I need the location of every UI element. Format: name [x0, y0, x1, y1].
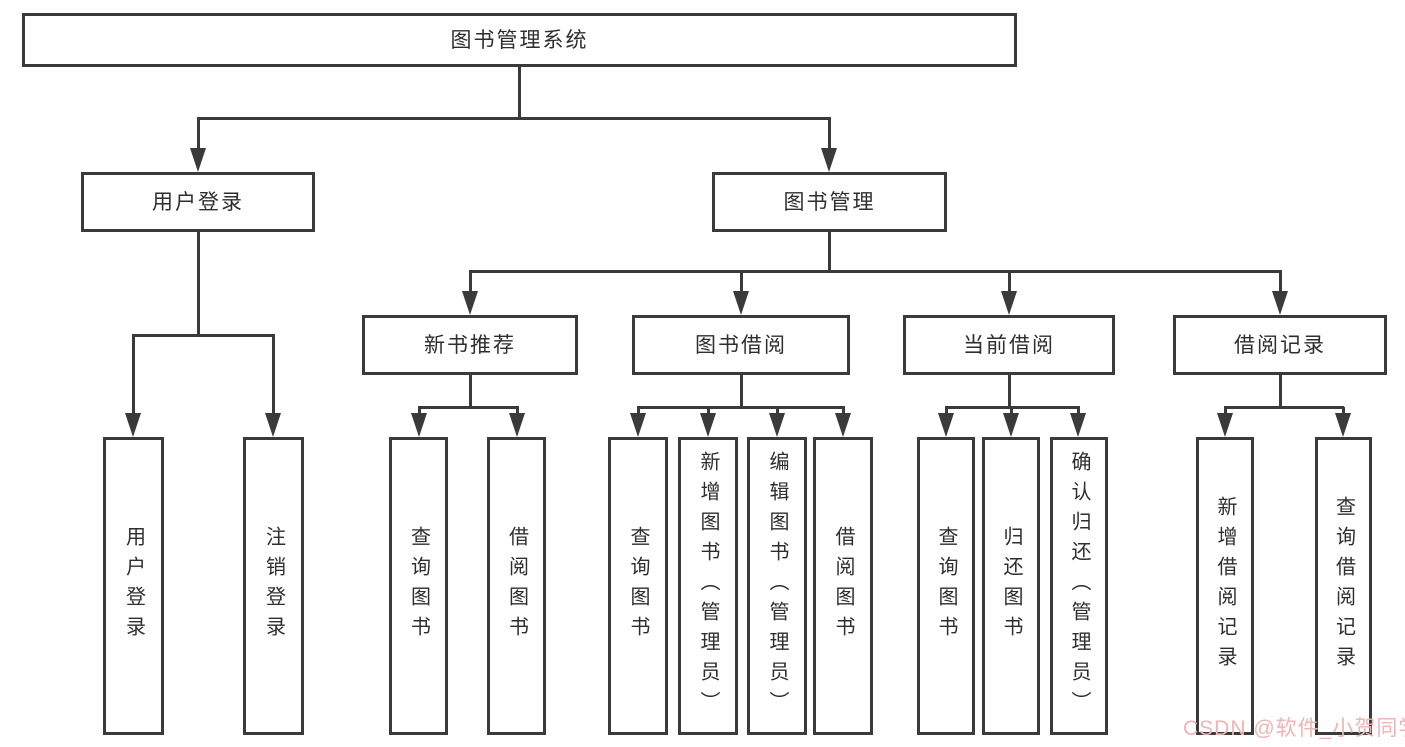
leaf-logout-label: 注销登录: [262, 526, 285, 646]
arrow-down-icon: [938, 413, 954, 437]
arrow-down-icon: [190, 148, 206, 172]
arrow-down-icon: [1272, 291, 1288, 315]
leaf-user-login: 用户登录: [103, 437, 164, 735]
node-root-label: 图书管理系统: [450, 28, 589, 52]
arrow-down-icon: [835, 413, 851, 437]
leaf-user-login-label: 用户登录: [122, 526, 145, 646]
leaf-edit-books-admin-label: 编辑图书（管理员）: [766, 451, 788, 721]
connector-userlogin-branch: [132, 335, 135, 417]
connector-current-branch: [1077, 407, 1080, 417]
leaf-confirm-return-admin-label: 确认归还（管理员）: [1068, 451, 1090, 721]
arrow-down-icon: [1001, 291, 1017, 315]
node-current-borrowing: 当前借阅: [903, 315, 1115, 375]
leaf-add-borrow-record: 新增借阅记录: [1196, 437, 1254, 735]
connector-userlogin-stem: [197, 232, 200, 335]
leaf-query-books-borrowing-label: 查询图书: [627, 526, 649, 646]
connector-root-branch-left: [197, 118, 200, 152]
leaf-query-books-borrowing: 查询图书: [608, 437, 668, 735]
leaf-query-books-recommend: 查询图书: [389, 437, 448, 735]
connector-recommend-branch: [516, 407, 519, 417]
connector-current-branch: [945, 407, 948, 417]
connector-borrowing-stem: [740, 375, 743, 407]
arrow-down-icon: [700, 413, 716, 437]
arrow-down-icon: [462, 291, 478, 315]
connector-records-branch: [1224, 407, 1227, 417]
node-book-borrowing-label: 图书借阅: [695, 333, 787, 357]
leaf-confirm-return-admin: 确认归还（管理员）: [1050, 437, 1108, 735]
node-borrowing-records-label: 借阅记录: [1234, 333, 1326, 357]
arrow-down-icon: [733, 291, 749, 315]
arrow-down-icon: [1003, 413, 1019, 437]
connector-userlogin-hbar: [132, 334, 275, 337]
arrow-down-icon: [1070, 413, 1086, 437]
leaf-borrow-books-recommend-label: 借阅图书: [505, 526, 528, 646]
node-new-book-recommend: 新书推荐: [362, 315, 578, 375]
connector-bookmgmt-branch: [1008, 271, 1011, 295]
connector-borrowing-branch: [637, 407, 640, 417]
node-new-book-recommend-label: 新书推荐: [424, 333, 516, 357]
arrow-down-icon: [509, 413, 525, 437]
leaf-query-borrow-record: 查询借阅记录: [1315, 437, 1372, 735]
connector-borrowing-branch: [707, 407, 710, 417]
connector-records-hbar: [1224, 406, 1344, 409]
arrow-down-icon: [1335, 413, 1351, 437]
watermark: CSDN @软件_小贺同学: [1183, 717, 1405, 740]
connector-current-stem: [1008, 375, 1011, 407]
leaf-logout: 注销登录: [243, 437, 304, 735]
connector-current-branch: [1010, 407, 1013, 417]
node-current-borrowing-label: 当前借阅: [963, 333, 1055, 357]
leaf-add-borrow-record-label: 新增借阅记录: [1214, 496, 1236, 676]
arrow-down-icon: [1217, 413, 1233, 437]
leaf-borrow-books-borrowing-label: 借阅图书: [832, 526, 854, 646]
connector-root-hbar: [197, 117, 831, 120]
arrow-down-icon: [821, 148, 837, 172]
node-book-management: 图书管理: [712, 172, 947, 232]
arrow-down-icon: [265, 413, 281, 437]
leaf-add-books-admin: 新增图书（管理员）: [678, 437, 738, 735]
leaf-query-books-recommend-label: 查询图书: [407, 526, 430, 646]
leaf-edit-books-admin: 编辑图书（管理员）: [747, 437, 807, 735]
connector-recommend-hbar: [418, 406, 519, 409]
leaf-borrow-books-recommend: 借阅图书: [487, 437, 546, 735]
leaf-borrow-books-borrowing: 借阅图书: [813, 437, 873, 735]
connector-bookmgmt-hbar: [469, 270, 1282, 273]
connector-bookmgmt-branch: [740, 271, 743, 295]
node-book-borrowing: 图书借阅: [632, 315, 850, 375]
connector-root-branch-right: [828, 118, 831, 152]
connector-recommend-branch: [418, 407, 421, 417]
connector-recommend-stem: [469, 375, 472, 407]
arrow-down-icon: [769, 413, 785, 437]
connector-bookmgmt-stem: [828, 232, 831, 271]
leaf-return-books: 归还图书: [982, 437, 1040, 735]
leaf-return-books-label: 归还图书: [1000, 526, 1022, 646]
node-user-login-label: 用户登录: [152, 190, 244, 214]
connector-bookmgmt-branch: [469, 271, 472, 295]
node-root: 图书管理系统: [22, 13, 1017, 67]
connector-bookmgmt-branch: [1279, 271, 1282, 295]
arrow-down-icon: [411, 413, 427, 437]
connector-userlogin-branch: [272, 335, 275, 417]
connector-borrowing-hbar: [637, 406, 845, 409]
connector-records-stem: [1279, 375, 1282, 407]
connector-records-branch: [1342, 407, 1345, 417]
connector-root-stem: [518, 67, 521, 118]
leaf-add-books-admin-label: 新增图书（管理员）: [697, 451, 719, 721]
leaf-query-borrow-record-label: 查询借阅记录: [1332, 496, 1355, 676]
node-user-login: 用户登录: [81, 172, 315, 232]
connector-borrowing-branch: [776, 407, 779, 417]
arrow-down-icon: [125, 413, 141, 437]
leaf-query-books-current-label: 查询图书: [935, 526, 957, 646]
leaf-query-books-current: 查询图书: [917, 437, 975, 735]
connector-borrowing-branch: [842, 407, 845, 417]
node-borrowing-records: 借阅记录: [1173, 315, 1387, 375]
arrow-down-icon: [630, 413, 646, 437]
node-book-management-label: 图书管理: [783, 190, 876, 214]
